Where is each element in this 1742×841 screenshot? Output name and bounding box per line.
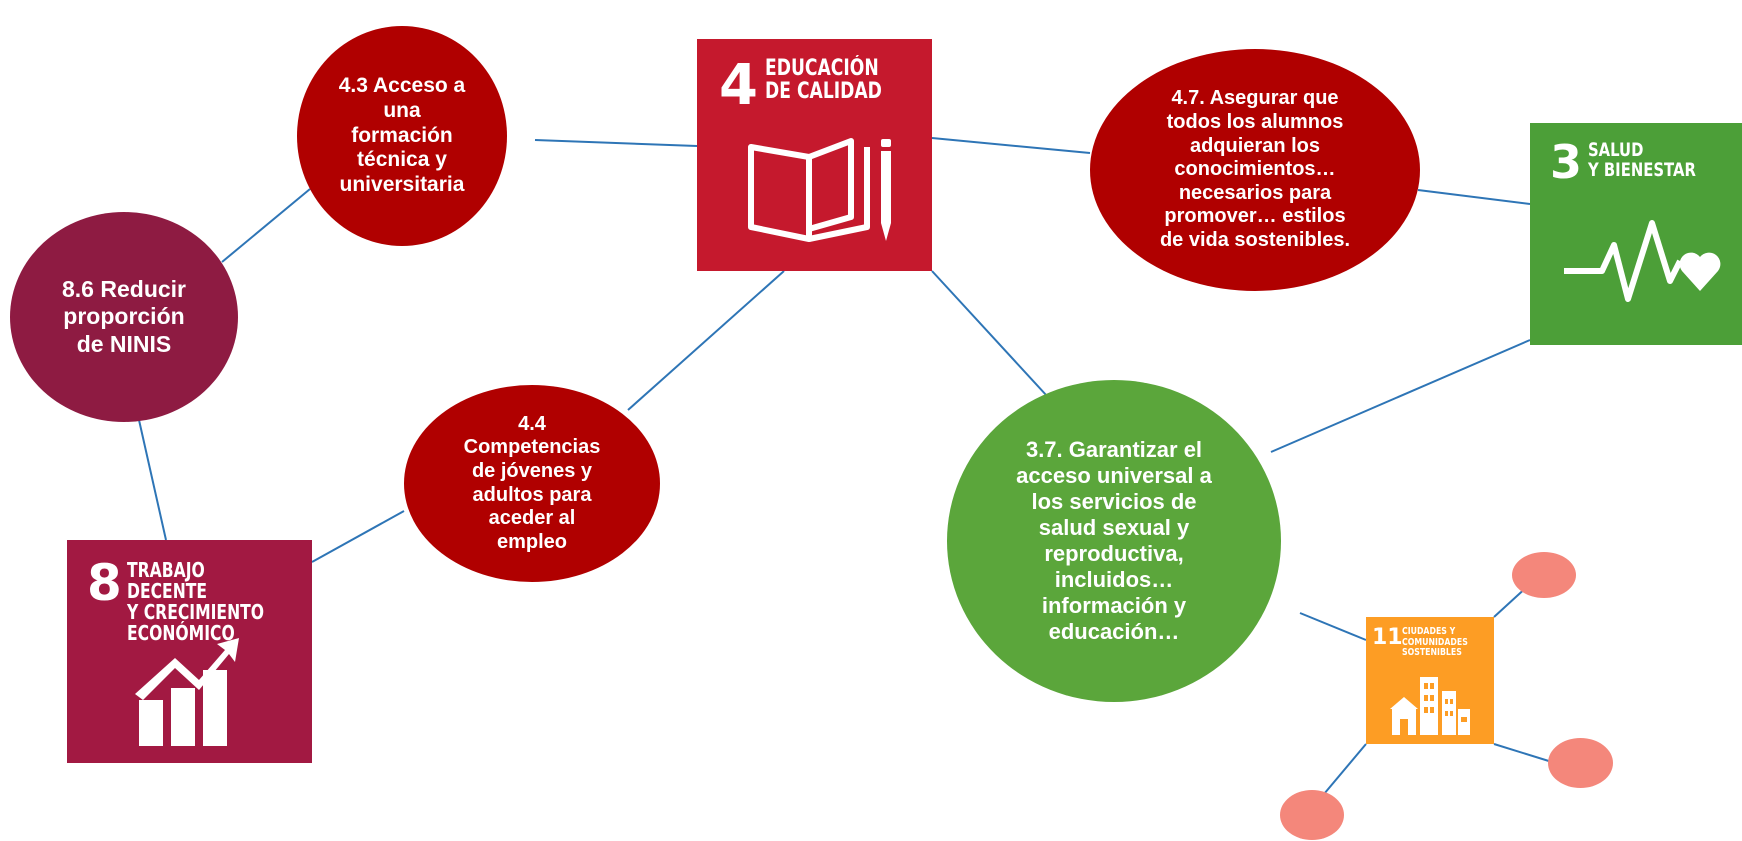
target-8-6-node: 8.6 Reducir proporción de NINIS xyxy=(10,212,238,422)
target-4-3-node: 4.3 Acceso a una formación técnica y uni… xyxy=(297,26,507,246)
sdg-11-number: 11 xyxy=(1372,625,1403,650)
sdg-8-number: 8 xyxy=(87,554,122,612)
sdg-3-number: 3 xyxy=(1550,135,1583,189)
target-4-7-text: 4.7. Asegurar que todos los alumnos adqu… xyxy=(1159,87,1351,251)
target-3-7-node: 3.7. Garantizar el acceso universal a lo… xyxy=(947,380,1281,702)
connector-86-sdg8 xyxy=(138,419,167,541)
connector-47-sdg3 xyxy=(1417,189,1531,205)
sdg-11-title: CIUDADES Y COMUNIDADES SOSTENIBLES xyxy=(1402,626,1468,658)
growth-chart-icon xyxy=(135,638,239,746)
connection-dot-top xyxy=(1512,552,1576,598)
sdg-4-title: EDUCACIÓN DE CALIDAD xyxy=(765,56,882,105)
connection-dot-bottom xyxy=(1280,790,1344,840)
sdg-11-card: 11 CIUDADES Y COMUNIDADES SOSTENIBLES xyxy=(1366,617,1494,744)
sdg-8-card: 8 TRABAJO DECENTE Y CRECIMIENTO ECONÓMIC… xyxy=(67,540,312,763)
connector-37-sdg3 xyxy=(1270,339,1531,453)
connector-43-86 xyxy=(221,188,311,263)
sdg-8-title: TRABAJO DECENTE Y CRECIMIENTO ECONÓMICO xyxy=(127,558,265,645)
target-4-7-node: 4.7. Asegurar que todos los alumnos adqu… xyxy=(1090,49,1420,291)
target-3-7-text: 3.7. Garantizar el acceso universal a lo… xyxy=(1016,437,1212,644)
connector-sdg4-37 xyxy=(931,270,1048,397)
connector-44-sdg4 xyxy=(627,270,785,411)
heartbeat-icon xyxy=(1564,220,1721,302)
target-4-4-node: 4.4 Competencias de jóvenes y adultos pa… xyxy=(404,385,660,582)
target-8-6-text: 8.6 Reducir proporción de NINIS xyxy=(62,276,186,357)
target-4-3-text: 4.3 Acceso a una formación técnica y uni… xyxy=(338,74,466,197)
connector-sdg4-47 xyxy=(931,137,1091,154)
sdg-3-card: 3 SALUD Y BIENESTAR xyxy=(1530,123,1742,345)
connector-sdg11-dot2 xyxy=(1493,743,1553,763)
connector-sdg11-dot3 xyxy=(1323,743,1367,795)
connection-dot-right xyxy=(1548,738,1613,788)
sdg-4-card: 4 EDUCACIÓN DE CALIDAD xyxy=(697,39,932,271)
city-buildings-icon xyxy=(1390,677,1470,735)
target-4-4-text: 4.4 Competencias de jóvenes y adultos pa… xyxy=(463,412,601,553)
connector-43-sdg4 xyxy=(534,139,698,147)
connector-37-sdg11 xyxy=(1299,612,1367,641)
sdg-3-title: SALUD Y BIENESTAR xyxy=(1588,139,1696,181)
sdg-4-number: 4 xyxy=(719,53,758,118)
open-book-pencil-icon xyxy=(748,138,891,242)
connector-44-sdg8 xyxy=(311,510,405,563)
